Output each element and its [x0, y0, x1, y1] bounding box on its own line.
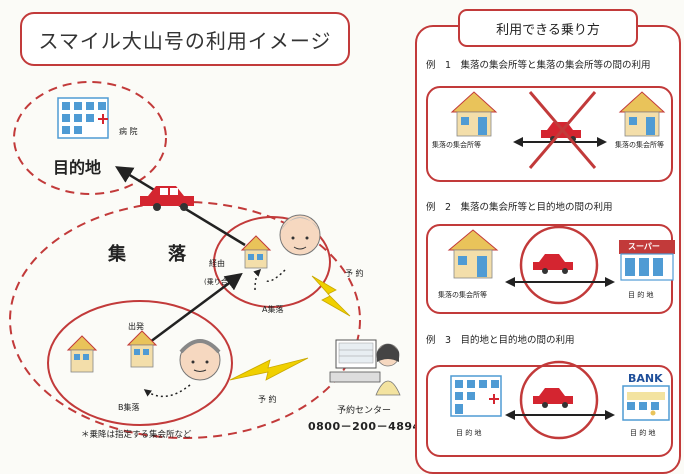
example-3-bank-sign: BANK — [628, 372, 663, 385]
reserve-label-lower: 予 約 — [258, 395, 277, 404]
example-2-right-caption: 目 的 地 — [628, 291, 654, 299]
point-b-ring — [47, 300, 233, 426]
destination-label: 目的地 — [53, 158, 102, 177]
example-2-label: 例 2 集落の集会所等と目的地の間の利用 — [426, 202, 613, 213]
lightning-bolt-lower — [229, 357, 309, 381]
example-1-left-caption: 集落の集会所等 — [432, 141, 481, 149]
example-3-right-caption: 目 的 地 — [630, 429, 656, 437]
reservation-center-label: 予約センター — [337, 406, 392, 416]
house-a-icon — [240, 235, 272, 269]
example-3-hospital-icon — [450, 375, 502, 417]
hospital-icon — [57, 97, 109, 139]
reservation-phone: 0800－200－4894 — [308, 420, 421, 433]
house-b1-icon — [66, 335, 98, 373]
point-a-transfer-label: (乗り合い) — [204, 278, 238, 286]
usage-panel-header: 利用できる乗り方 — [458, 9, 638, 47]
example-1-right-caption: 集落の集会所等 — [615, 141, 664, 149]
footnote: ＊乗降は指定する集会所など — [81, 430, 192, 440]
point-a-name: A集落 — [262, 305, 284, 314]
point-b-origin-label: 出発 — [128, 322, 144, 331]
usage-panel-title: 利用できる乗り方 — [496, 22, 600, 38]
example-3-car-icon — [533, 388, 573, 408]
example-2-store-icon — [619, 240, 675, 281]
title-box: スマイル大山号の利用イメージ — [20, 12, 350, 66]
example-2-allowed-ring — [519, 225, 599, 305]
reservation-center-icon — [329, 339, 401, 396]
person-b-icon — [179, 339, 221, 381]
example-1-left-house-icon — [450, 91, 498, 137]
example-2-house-icon — [447, 229, 499, 279]
village-label: 集 落 — [108, 244, 188, 265]
point-a-ring — [213, 216, 331, 308]
destination-area — [13, 81, 167, 195]
point-b-name: B集落 — [118, 403, 140, 412]
point-a-dest-label: 経由 — [209, 259, 225, 268]
left-diagram-graphic — [9, 81, 401, 439]
example-2-left-caption: 集落の集会所等 — [438, 291, 487, 299]
hospital-tag: 病 院 — [119, 127, 138, 136]
example-2-car-icon — [533, 254, 573, 274]
reserve-label-upper: 予 約 — [345, 269, 364, 278]
example-3-allowed-ring — [519, 360, 599, 440]
example-3-bank-icon — [622, 385, 670, 421]
example-1-not-allowed-cross-icon — [528, 91, 597, 169]
lightning-bolt-upper — [311, 275, 351, 317]
example-1-label: 例 1 集落の集会所等と集落の集会所等の間の利用 — [426, 60, 651, 71]
page-title: スマイル大山号の利用イメージ — [38, 28, 332, 53]
example-2-store-sign: スーパー — [628, 242, 660, 251]
usage-panel-graphics — [447, 91, 675, 440]
example-1-right-house-icon — [618, 91, 666, 137]
example-3-label: 例 3 目的地と目的地の間の利用 — [426, 335, 575, 346]
person-a-icon — [279, 214, 321, 256]
house-b2-icon — [126, 330, 158, 368]
example-3-left-caption: 目 的 地 — [456, 429, 482, 437]
car-icon — [140, 186, 194, 211]
